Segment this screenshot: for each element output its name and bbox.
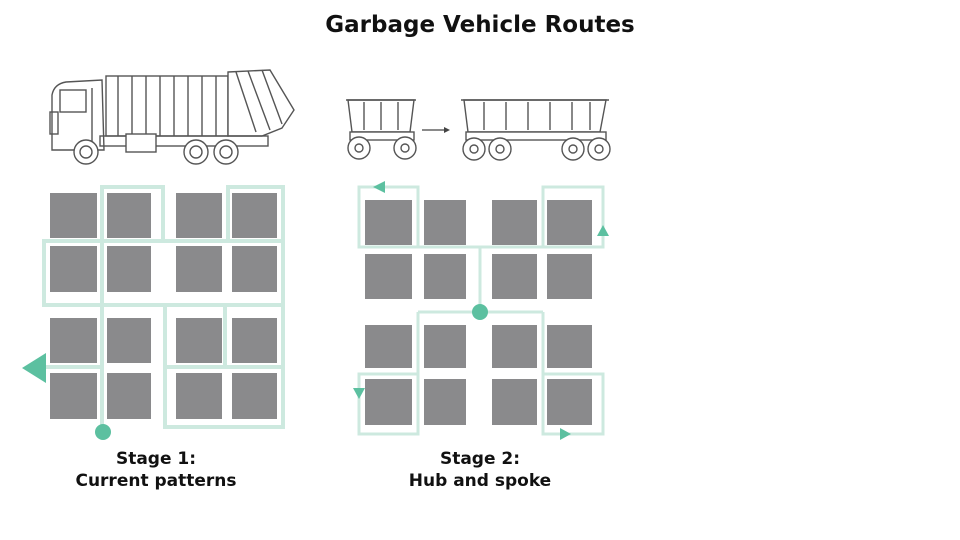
stage2-markers bbox=[353, 181, 609, 440]
stage1-markers bbox=[22, 353, 111, 440]
start-dot bbox=[95, 424, 111, 440]
stage2-caption: Stage 2: Hub and spoke bbox=[370, 448, 590, 492]
arrow-left-icon bbox=[373, 181, 385, 193]
arrow-up-icon bbox=[597, 225, 609, 236]
arrow-right-icon bbox=[422, 127, 450, 133]
stage1-label: Stage 1: bbox=[115, 449, 197, 469]
arrow-right-icon bbox=[560, 428, 571, 440]
stage1-description: Current patterns bbox=[75, 471, 237, 491]
stage2-description: Hub and spoke bbox=[408, 471, 552, 491]
stage2-label: Stage 2: bbox=[439, 449, 521, 469]
stage1-blocks bbox=[50, 193, 277, 419]
garbage-truck-icon bbox=[49, 69, 295, 165]
small-trailer-icon bbox=[346, 99, 417, 160]
exit-arrow-icon bbox=[22, 353, 46, 383]
page-title: Garbage Vehicle Routes bbox=[325, 12, 635, 38]
stage1-route bbox=[40, 185, 285, 429]
large-trailer-icon bbox=[461, 99, 611, 161]
stage1-caption: Stage 1: Current patterns bbox=[46, 448, 266, 492]
hub-dot bbox=[472, 304, 488, 320]
stage2-blocks bbox=[365, 200, 592, 425]
arrow-down-icon bbox=[353, 388, 365, 399]
